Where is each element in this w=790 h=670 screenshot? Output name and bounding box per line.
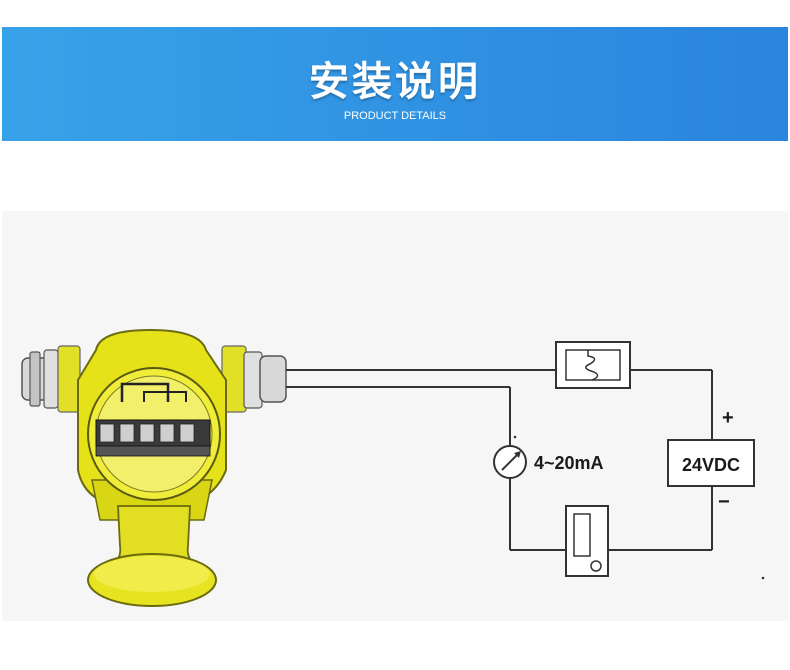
current-label: 4~20mA: [534, 453, 604, 473]
load-resistor: [555, 341, 631, 389]
transmitter: [21, 328, 287, 607]
power-supply: [667, 439, 755, 487]
terminal-block: [95, 419, 211, 457]
minus-sign: −: [718, 491, 730, 513]
power-label: 24VDC: [682, 455, 740, 475]
indicator-unit: [565, 505, 609, 577]
right-cable-gland: [221, 345, 287, 413]
page-subtitle: PRODUCT DETAILS: [343, 110, 447, 122]
circuit-loop: [509, 369, 713, 551]
ammeter-icon: [493, 445, 527, 479]
cable: [286, 369, 556, 388]
plus-sign: +: [722, 407, 734, 429]
page-title: 安装说明: [309, 59, 481, 105]
left-cable-gland: [21, 345, 81, 413]
header-banner: 安装说明 PRODUCT DETAILS: [2, 27, 788, 141]
